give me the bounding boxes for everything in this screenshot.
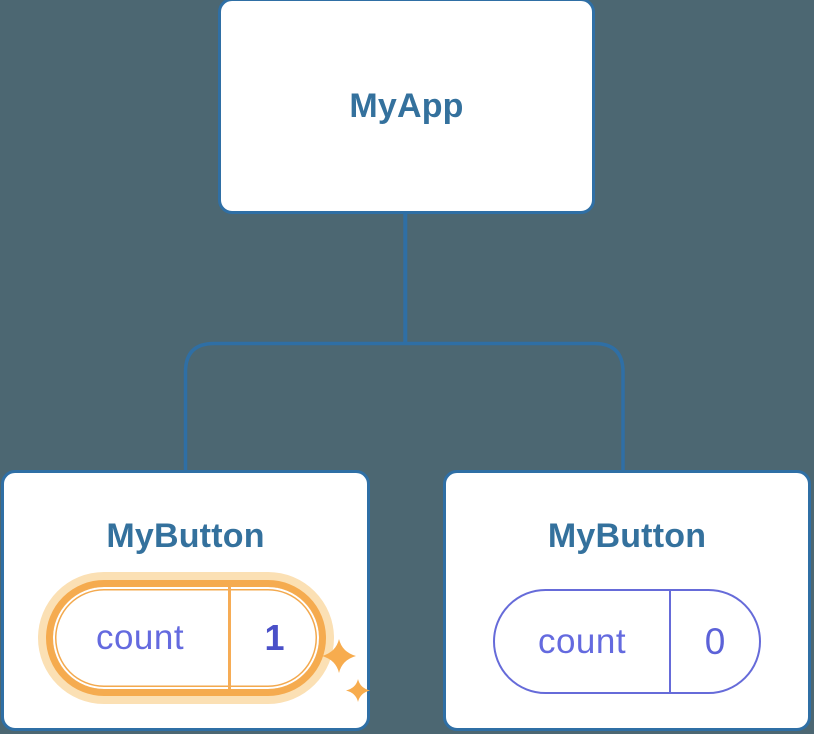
state-value: 0 xyxy=(704,620,726,662)
sparkles-icon xyxy=(322,639,370,702)
state-pill-zone: count 1 xyxy=(4,553,370,728)
state-pill-zone: count 0 xyxy=(446,553,808,728)
state-divider xyxy=(227,586,231,689)
root-node-label: MyApp xyxy=(349,87,464,125)
child-node-card-initial: MyButton count 0 xyxy=(443,470,811,731)
state-pill: count 0 xyxy=(493,589,761,694)
branch-connector xyxy=(183,341,625,471)
child-node-label: MyButton xyxy=(106,517,265,555)
root-node-card: MyApp xyxy=(218,0,595,214)
state-divider xyxy=(669,591,671,692)
child-node-label: MyButton xyxy=(547,517,707,555)
state-pill-highlighted: count 1 xyxy=(45,579,326,696)
state-key-label: count xyxy=(537,621,627,661)
child-node-card-updated: MyButton count 1 xyxy=(1,470,370,731)
state-value: 1 xyxy=(264,616,285,658)
state-key-label: count xyxy=(95,617,185,657)
